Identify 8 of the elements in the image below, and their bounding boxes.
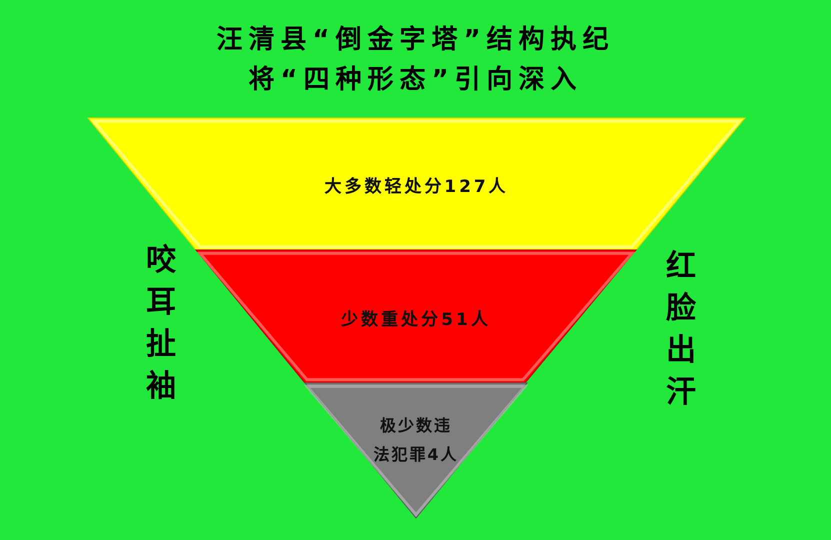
vertical-caption: 咬耳扯袖 xyxy=(140,244,174,412)
pyramid-tier xyxy=(196,250,636,383)
pyramid-tier xyxy=(305,383,527,518)
tier-label: 极少数违法犯罪4人 xyxy=(372,415,460,466)
title: 汪清县“倒金字塔”结构执纪将“四种形态”引向深入 xyxy=(215,24,616,97)
vertical-caption: 红脸出汗 xyxy=(660,250,694,418)
tier-label: 少数重处分51人 xyxy=(341,309,491,332)
tier-label: 大多数轻处分127人 xyxy=(324,176,509,199)
